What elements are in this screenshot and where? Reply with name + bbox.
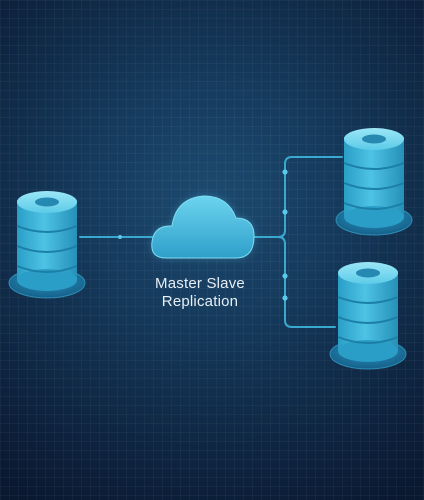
connector-dots (118, 169, 288, 301)
link-cloud-slave2 (277, 236, 336, 328)
connector-dot (282, 209, 288, 215)
connector-dot (282, 169, 288, 175)
connector-dot (118, 235, 122, 239)
replica-database-icon (329, 262, 407, 370)
link-cloud-slave1 (249, 156, 343, 238)
connector-dot (282, 295, 288, 301)
cloud-icon (151, 195, 255, 259)
master-database-icon (8, 191, 86, 299)
diagram-title-line-1: Master Slave (155, 275, 245, 292)
replica-database-icon (335, 128, 413, 236)
diagram-title-line-2: Replication (161, 293, 239, 310)
connector-dot (282, 273, 288, 279)
